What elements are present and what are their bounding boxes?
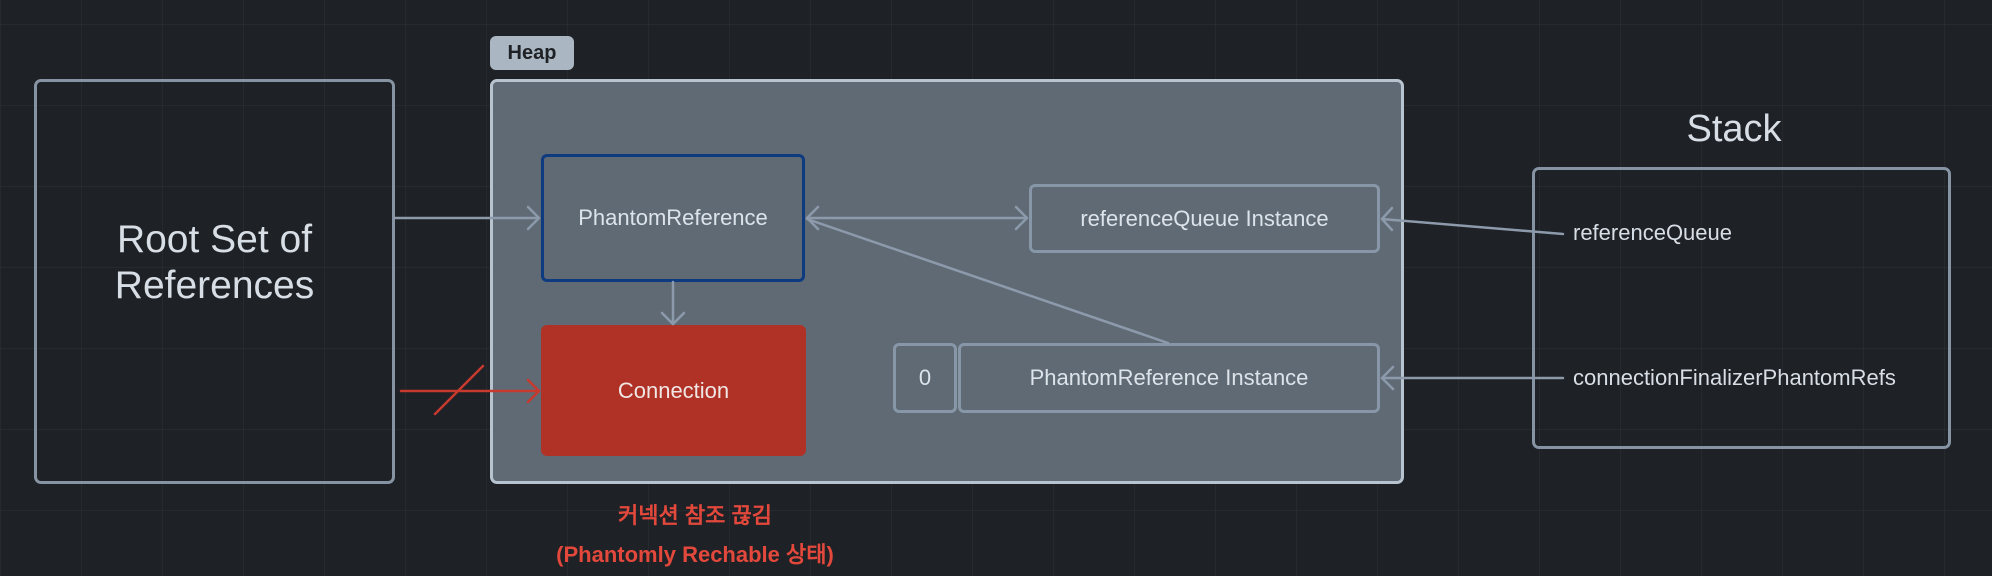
root-set-title: Root Set of References — [114, 217, 315, 307]
stack-title: Stack — [1686, 108, 1782, 150]
heap-label: Heap — [490, 36, 574, 70]
reference-queue-instance-node: referenceQueue Instance — [1029, 184, 1380, 253]
stack-var-reference-queue: referenceQueue — [1573, 220, 1732, 245]
phantom-reference-instance-node: PhantomReference Instance — [958, 343, 1380, 413]
queue-slot-zero: 0 — [893, 343, 957, 413]
connection-node: Connection — [541, 325, 806, 456]
root-set-box: Root Set of References — [34, 79, 395, 484]
phantom-reference-node: PhantomReference — [541, 154, 805, 282]
stack-box — [1532, 167, 1951, 449]
caption-phantomly-reachable-state: (Phantomly Rechable 상태) — [556, 542, 834, 567]
stack-var-connection-finalizer-phantom-refs: connectionFinalizerPhantomRefs — [1573, 365, 1896, 390]
reference-cut-mark — [433, 364, 485, 416]
caption-reference-broken: 커넥션 참조 끊김 — [618, 503, 772, 528]
